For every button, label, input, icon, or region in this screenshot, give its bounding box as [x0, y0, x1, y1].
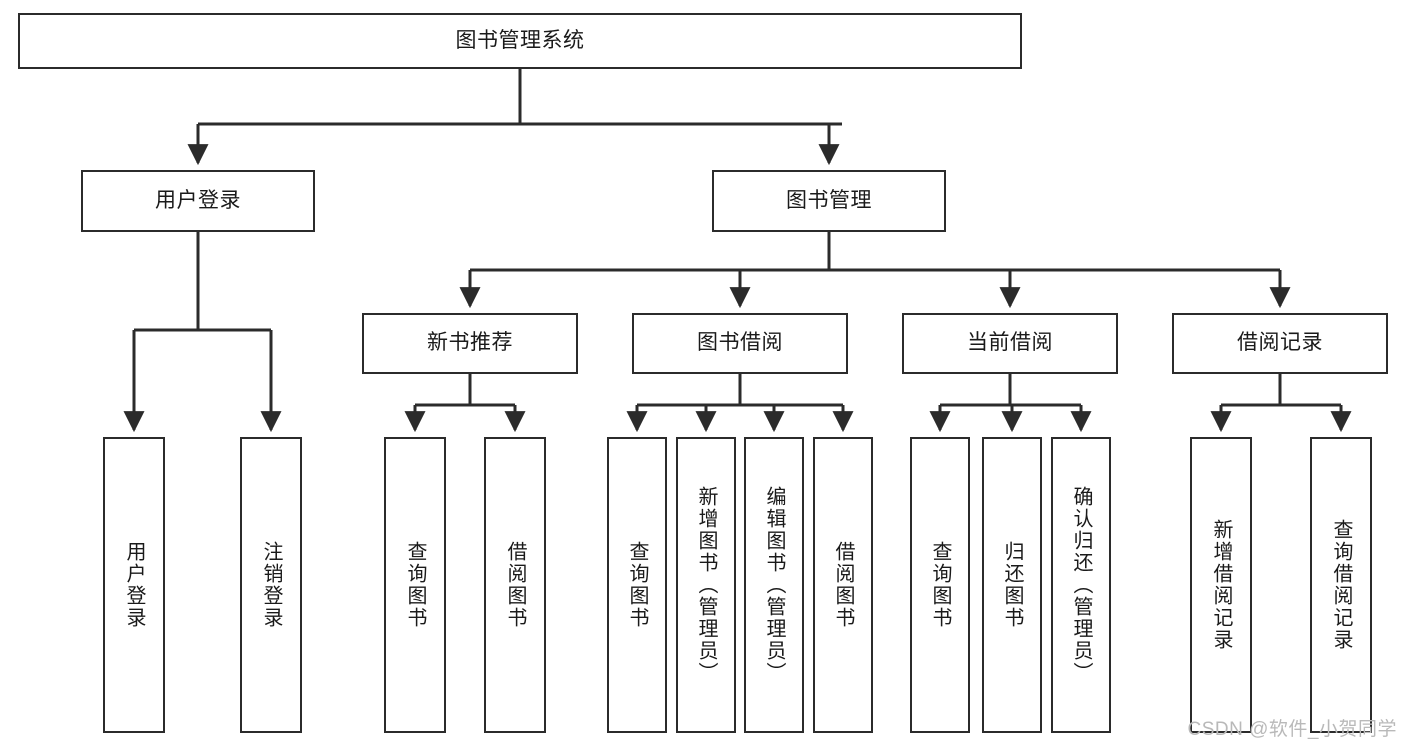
node-leaf-borrow-book-2-label: 借阅图书 [832, 541, 854, 629]
node-user-login[interactable]: 用户登录 [81, 170, 315, 232]
node-leaf-query-book-1[interactable]: 查询图书 [384, 437, 446, 733]
node-book-manage-label: 图书管理 [786, 188, 872, 212]
node-new-book-recommend-label: 新书推荐 [427, 331, 513, 355]
node-leaf-add-book[interactable]: 新增图书（管理员） [676, 437, 736, 733]
node-leaf-query-book-3-label: 查询图书 [929, 541, 951, 629]
node-leaf-user-logout-label: 注销登录 [260, 541, 282, 629]
node-current-borrow[interactable]: 当前借阅 [902, 313, 1118, 374]
node-leaf-return-book-label: 归还图书 [1001, 541, 1023, 629]
node-leaf-borrow-book-1[interactable]: 借阅图书 [484, 437, 546, 733]
node-leaf-user-logout[interactable]: 注销登录 [240, 437, 302, 733]
node-leaf-query-record-label: 查询借阅记录 [1330, 519, 1352, 651]
node-leaf-confirm-return-label: 确认归还（管理员） [1070, 486, 1092, 684]
node-book-borrow-label: 图书借阅 [697, 331, 783, 355]
node-leaf-query-book-1-label: 查询图书 [404, 541, 426, 629]
node-leaf-user-login-label: 用户登录 [123, 541, 145, 629]
watermark-text: CSDN @软件_小贺同学 [1187, 719, 1397, 740]
node-leaf-edit-book[interactable]: 编辑图书（管理员） [744, 437, 804, 733]
node-new-book-recommend[interactable]: 新书推荐 [362, 313, 578, 374]
node-user-login-label: 用户登录 [155, 188, 241, 212]
node-leaf-edit-book-label: 编辑图书（管理员） [763, 486, 785, 684]
node-leaf-add-record[interactable]: 新增借阅记录 [1190, 437, 1252, 733]
node-leaf-borrow-book-1-label: 借阅图书 [504, 541, 526, 629]
node-current-borrow-label: 当前借阅 [967, 331, 1053, 355]
node-borrow-record[interactable]: 借阅记录 [1172, 313, 1388, 374]
node-leaf-user-login[interactable]: 用户登录 [103, 437, 165, 733]
node-root-label: 图书管理系统 [455, 28, 585, 52]
node-book-manage[interactable]: 图书管理 [712, 170, 946, 232]
node-leaf-borrow-book-2[interactable]: 借阅图书 [813, 437, 873, 733]
node-root-system[interactable]: 图书管理系统 [18, 13, 1022, 69]
node-leaf-query-book-2-label: 查询图书 [626, 541, 648, 629]
node-leaf-return-book[interactable]: 归还图书 [982, 437, 1042, 733]
node-leaf-query-book-3[interactable]: 查询图书 [910, 437, 970, 733]
node-leaf-confirm-return[interactable]: 确认归还（管理员） [1051, 437, 1111, 733]
node-borrow-record-label: 借阅记录 [1237, 331, 1323, 355]
node-leaf-add-record-label: 新增借阅记录 [1210, 519, 1232, 651]
node-leaf-add-book-label: 新增图书（管理员） [695, 486, 717, 684]
node-book-borrow[interactable]: 图书借阅 [632, 313, 848, 374]
node-leaf-query-book-2[interactable]: 查询图书 [607, 437, 667, 733]
node-leaf-query-record[interactable]: 查询借阅记录 [1310, 437, 1372, 733]
